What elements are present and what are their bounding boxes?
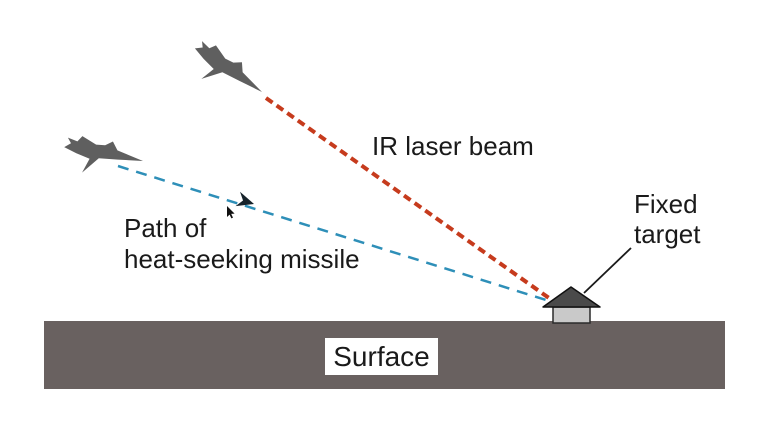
surface-label-text: Surface [333, 340, 430, 372]
ir-laser-beam-label-text: IR laser beam [372, 131, 534, 161]
fixed-target-label-line1: Fixed [634, 189, 698, 219]
target-leader-line [583, 247, 632, 294]
surface-label-box: Surface [325, 338, 438, 375]
mouse-cursor-icon [227, 206, 235, 219]
missile-arrowhead-icon [235, 191, 254, 207]
fixed-target-label-line2: target [634, 219, 701, 249]
fixed-target-label: Fixed target [634, 189, 701, 249]
target-house-body [552, 306, 591, 324]
ir-laser-beam-line [264, 96, 551, 300]
missile-path-label-line2: heat-seeking missile [124, 244, 360, 274]
target-house-icon [542, 286, 601, 324]
target-house-roof [542, 286, 601, 308]
missile-path-label-line1: Path of [124, 213, 207, 243]
missile-path-label: Path of heat-seeking missile [124, 213, 360, 275]
ir-laser-beam-label: IR laser beam [372, 131, 534, 162]
lower-aircraft-icon [60, 133, 146, 183]
upper-aircraft-icon [182, 36, 270, 111]
